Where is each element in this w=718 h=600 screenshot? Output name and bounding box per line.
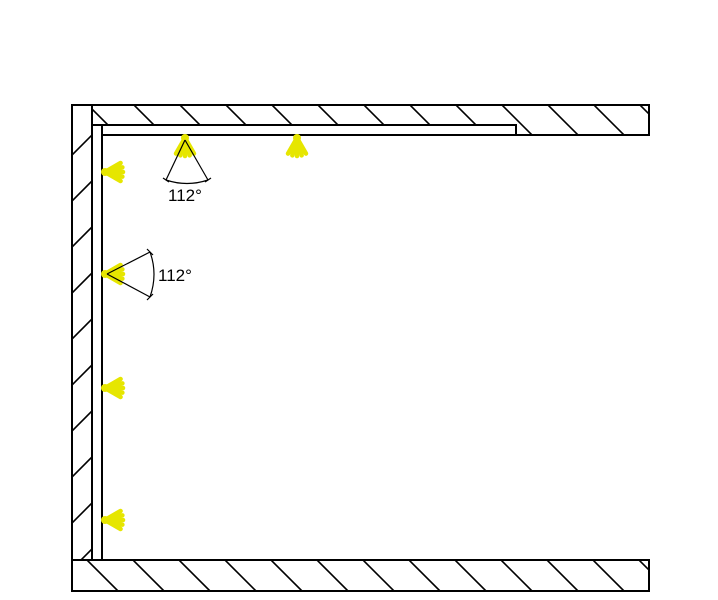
bottom-wall-hatch-line [500,560,533,591]
bottom-wall-hatch-line [86,560,119,591]
bottom-wall-hatch-line [316,560,349,591]
left-wall [71,104,93,561]
top-wall-hatch-line [639,105,649,116]
top-spotlight [285,134,309,159]
left-wall-hatch-line [72,135,92,156]
side-beam-angle-dimension: 112° [106,248,192,301]
bottom-wall-hatch-line [72,589,73,591]
left-wall-hatch-line [72,226,92,248]
bottom-wall-hatch-line [362,560,395,591]
left-wall-hatch-line [79,548,92,560]
top-wall-hatch-line [72,133,73,135]
spotlight-fixtures [101,134,309,532]
side-beam-angle-label: 112° [158,266,192,285]
bottom-wall-hatch-line [178,560,211,591]
side-spotlight [101,376,126,400]
top-wall-hatch-line [593,105,625,135]
left-wall-hatch-line [72,502,92,524]
bottom-wall-hatch-line [270,560,303,591]
bottom-wall-hatch-line [592,560,625,591]
side-spotlight [101,160,126,184]
top-wall-hatch-line [501,105,533,135]
left-wall-hatch-line [72,410,92,432]
light-channel-trim [91,124,517,561]
bottom-wall-hatch-line [224,560,257,591]
bottom-wall-hatch-line [454,560,487,591]
left-wall-hatch-line [72,180,92,202]
left-wall-hatch-line [72,364,92,386]
left-wall-hatch-line [72,272,92,294]
top-wall-hatch-line [547,105,579,135]
bottom-wall-hatch-line [408,560,441,591]
bottom-wall-hatch-line [638,560,649,572]
left-wall-hatch-line [72,318,92,340]
top-beam-angle-dimension: 112° [162,139,212,205]
top-beam-angle-label: 112° [168,186,202,205]
bottom-wall [71,559,650,592]
left-wall-hatch-line [72,456,92,478]
bottom-wall-hatch-line [546,560,579,591]
side-spotlight [101,508,126,532]
bottom-wall-hatch-line [132,560,165,591]
